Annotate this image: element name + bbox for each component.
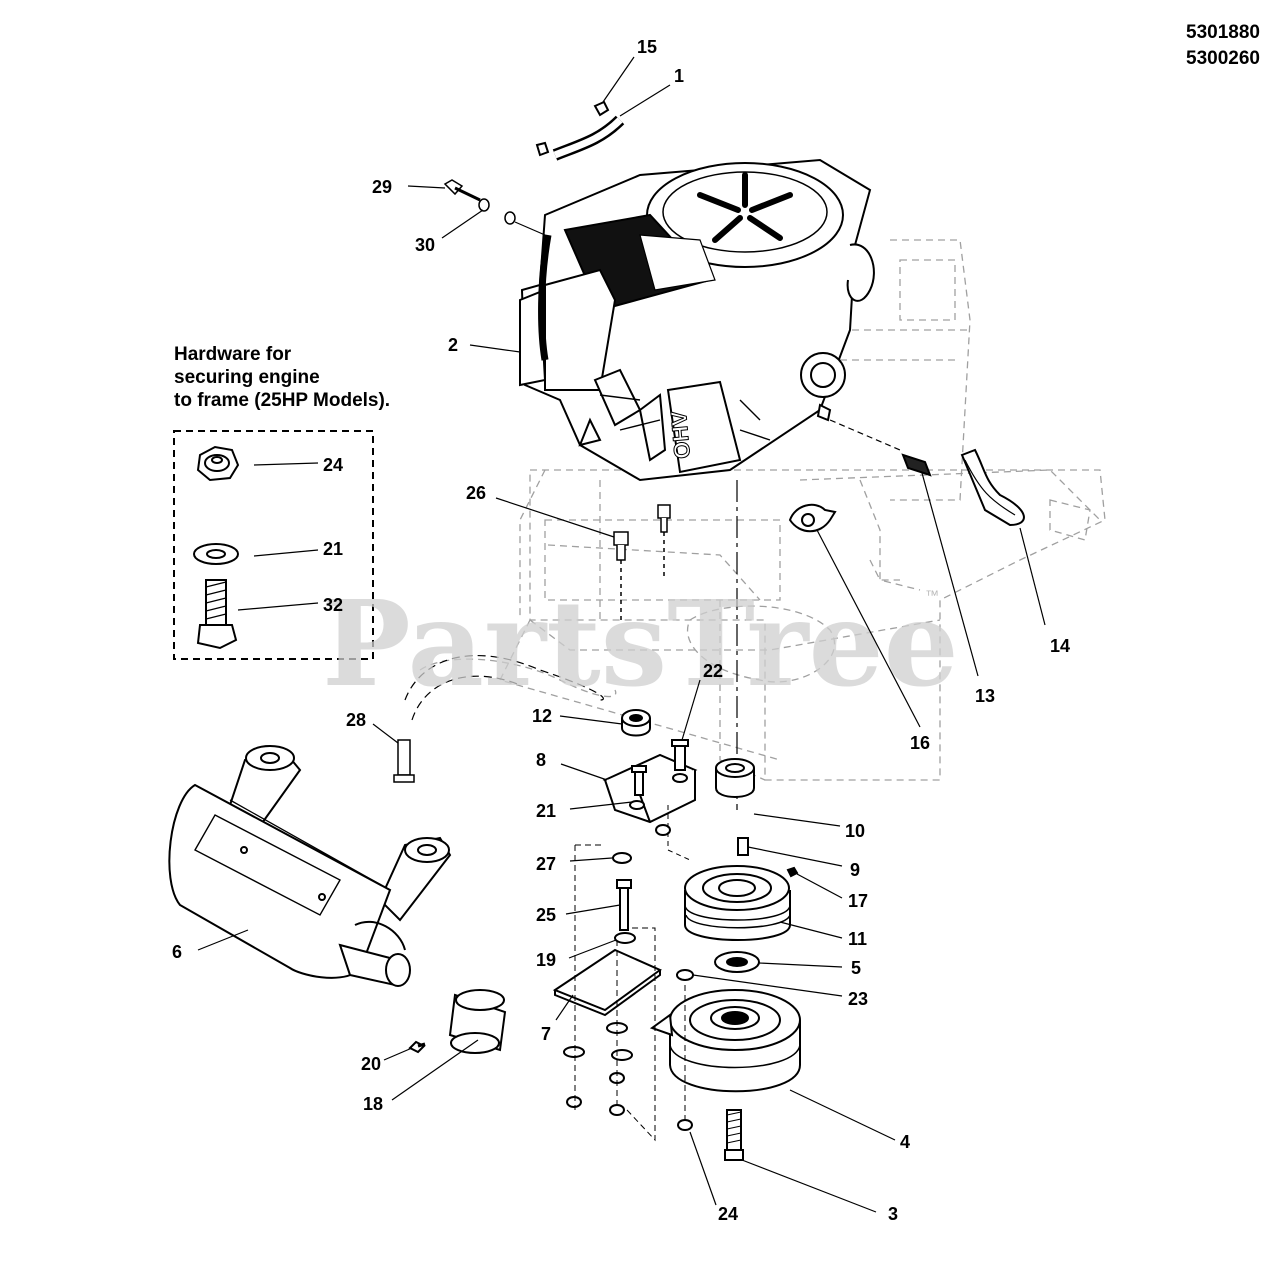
watermark-text: PartsTree: [322, 574, 959, 713]
hardware-box: [173, 430, 374, 660]
fuel-line: [535, 100, 625, 161]
callout-16: 16: [910, 733, 930, 753]
model-numbers: 5301880 5300260: [1186, 20, 1260, 72]
callout-24: 24: [718, 1204, 738, 1224]
hardware-callout-32: 32: [323, 595, 343, 615]
model-number-1: 5301880: [1186, 22, 1260, 43]
callout-8: 8: [536, 750, 546, 770]
muffler-screw: [393, 739, 415, 783]
callout-10: 10: [845, 821, 865, 841]
callout-4: 4: [900, 1132, 910, 1152]
callout-29: 29: [372, 177, 392, 197]
callout-5: 5: [851, 958, 861, 978]
hardware-callout-21: 21: [323, 539, 343, 559]
clutch-bracket-plate: [552, 879, 694, 1131]
electric-clutch: [649, 989, 801, 1161]
callout-18: 18: [363, 1094, 383, 1114]
hardware-box-caption: Hardware for securing engine to frame (2…: [174, 343, 390, 412]
callout-13: 13: [975, 686, 995, 706]
callout-3: 3: [888, 1204, 898, 1224]
hose-clamp: [593, 100, 610, 117]
callout-labels: 15 1 29 30 2 26 16 13 14 28 12 22 8 21 1…: [172, 37, 1070, 1224]
callout-7: 7: [541, 1024, 551, 1044]
exhaust-pipe-outline: [404, 655, 604, 721]
bracket-assembly: [602, 739, 698, 864]
hardware-centerlines: [574, 844, 686, 1142]
spacer: [621, 709, 651, 737]
callout-9: 9: [850, 860, 860, 880]
hardware-caption-line-1: Hardware for: [174, 344, 292, 365]
callout-25: 25: [536, 905, 556, 925]
hardware-callout-24: 24: [323, 455, 343, 475]
drain-centerline: [829, 419, 901, 451]
callout-26: 26: [466, 483, 486, 503]
leader-lines: [197, 56, 1046, 1213]
callout-6: 6: [172, 942, 182, 962]
watermark-trademark: ™: [925, 587, 939, 603]
pulley-washer: [714, 951, 760, 973]
callout-19: 19: [536, 950, 556, 970]
callout-12: 12: [532, 706, 552, 726]
bolt-and-washers: [443, 179, 546, 236]
model-number-2: 5300260: [1186, 48, 1260, 69]
muffler: [168, 745, 452, 987]
callout-11: 11: [848, 929, 867, 949]
callout-1: 1: [674, 66, 684, 86]
engine-mount-bolts: [613, 504, 671, 620]
callout-15: 15: [637, 37, 657, 57]
hardware-box-parts: [193, 445, 240, 650]
hardware-caption-line-3: to frame (25HP Models).: [174, 390, 391, 411]
pulley-bearing-parts: [715, 758, 799, 878]
callout-27: 27: [536, 854, 556, 874]
callout-30: 30: [415, 235, 435, 255]
callout-28: 28: [346, 710, 366, 730]
engine-assembly: OHV: [519, 158, 875, 482]
oil-drain-parts: [788, 448, 1025, 533]
bracket-centerline: [667, 805, 691, 861]
pulley: [684, 865, 791, 941]
callout-2: 2: [448, 335, 458, 355]
callout-14: 14: [1050, 636, 1070, 656]
svg-text:OHV: OHV: [666, 410, 695, 460]
callout-23: 23: [848, 989, 868, 1009]
callout-17: 17: [848, 891, 868, 911]
chassis-frame-outline: [419, 239, 1106, 781]
callout-20: 20: [361, 1054, 381, 1074]
hardware-caption-line-2: securing engine: [174, 367, 320, 388]
callout-21: 21: [536, 801, 556, 821]
tailpipe-and-screw: [408, 989, 507, 1054]
callout-22: 22: [703, 661, 723, 681]
